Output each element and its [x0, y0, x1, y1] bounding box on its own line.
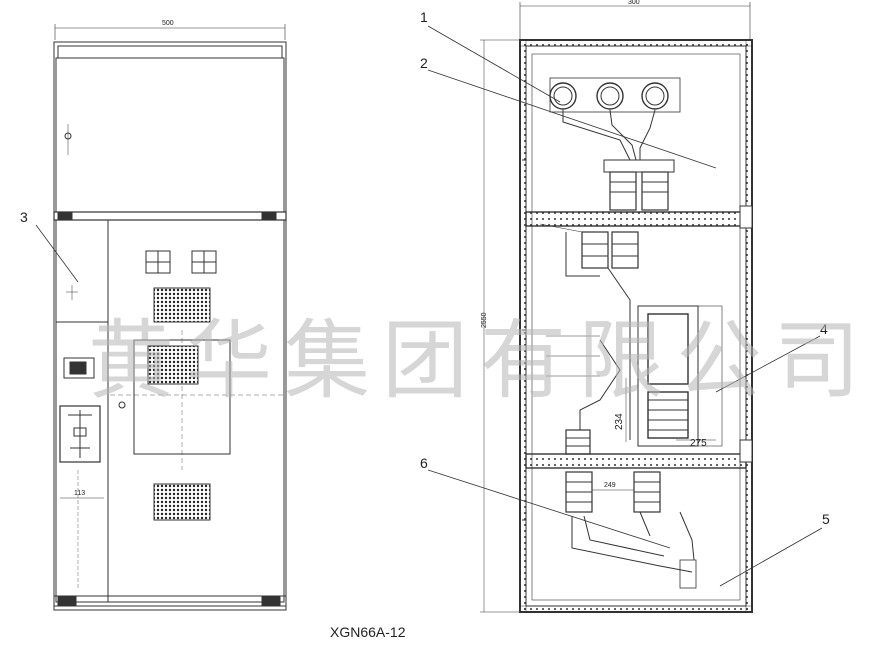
dimension-right-height: 2550 — [481, 312, 488, 328]
figure-caption: XGN66A-12 — [330, 624, 406, 640]
drawing-labels: 500 300 2550 113 234 275 249 1 2 3 4 5 6 — [20, 0, 830, 527]
dimension-left-width: 500 — [162, 20, 174, 27]
dimension-249: 249 — [604, 482, 616, 489]
side-view-cabinet — [427, 2, 823, 613]
dimension-234: 234 — [614, 413, 625, 430]
callout-1: 1 — [420, 9, 428, 25]
callout-5: 5 — [822, 511, 830, 527]
dimension-275: 275 — [690, 438, 707, 449]
callout-2: 2 — [420, 55, 428, 71]
callout-6: 6 — [420, 455, 428, 471]
callout-4: 4 — [820, 321, 828, 337]
dimension-113: 113 — [74, 490, 85, 497]
callout-3: 3 — [20, 209, 28, 225]
front-view-cabinet — [35, 24, 287, 611]
dimension-right-width: 300 — [628, 0, 640, 6]
